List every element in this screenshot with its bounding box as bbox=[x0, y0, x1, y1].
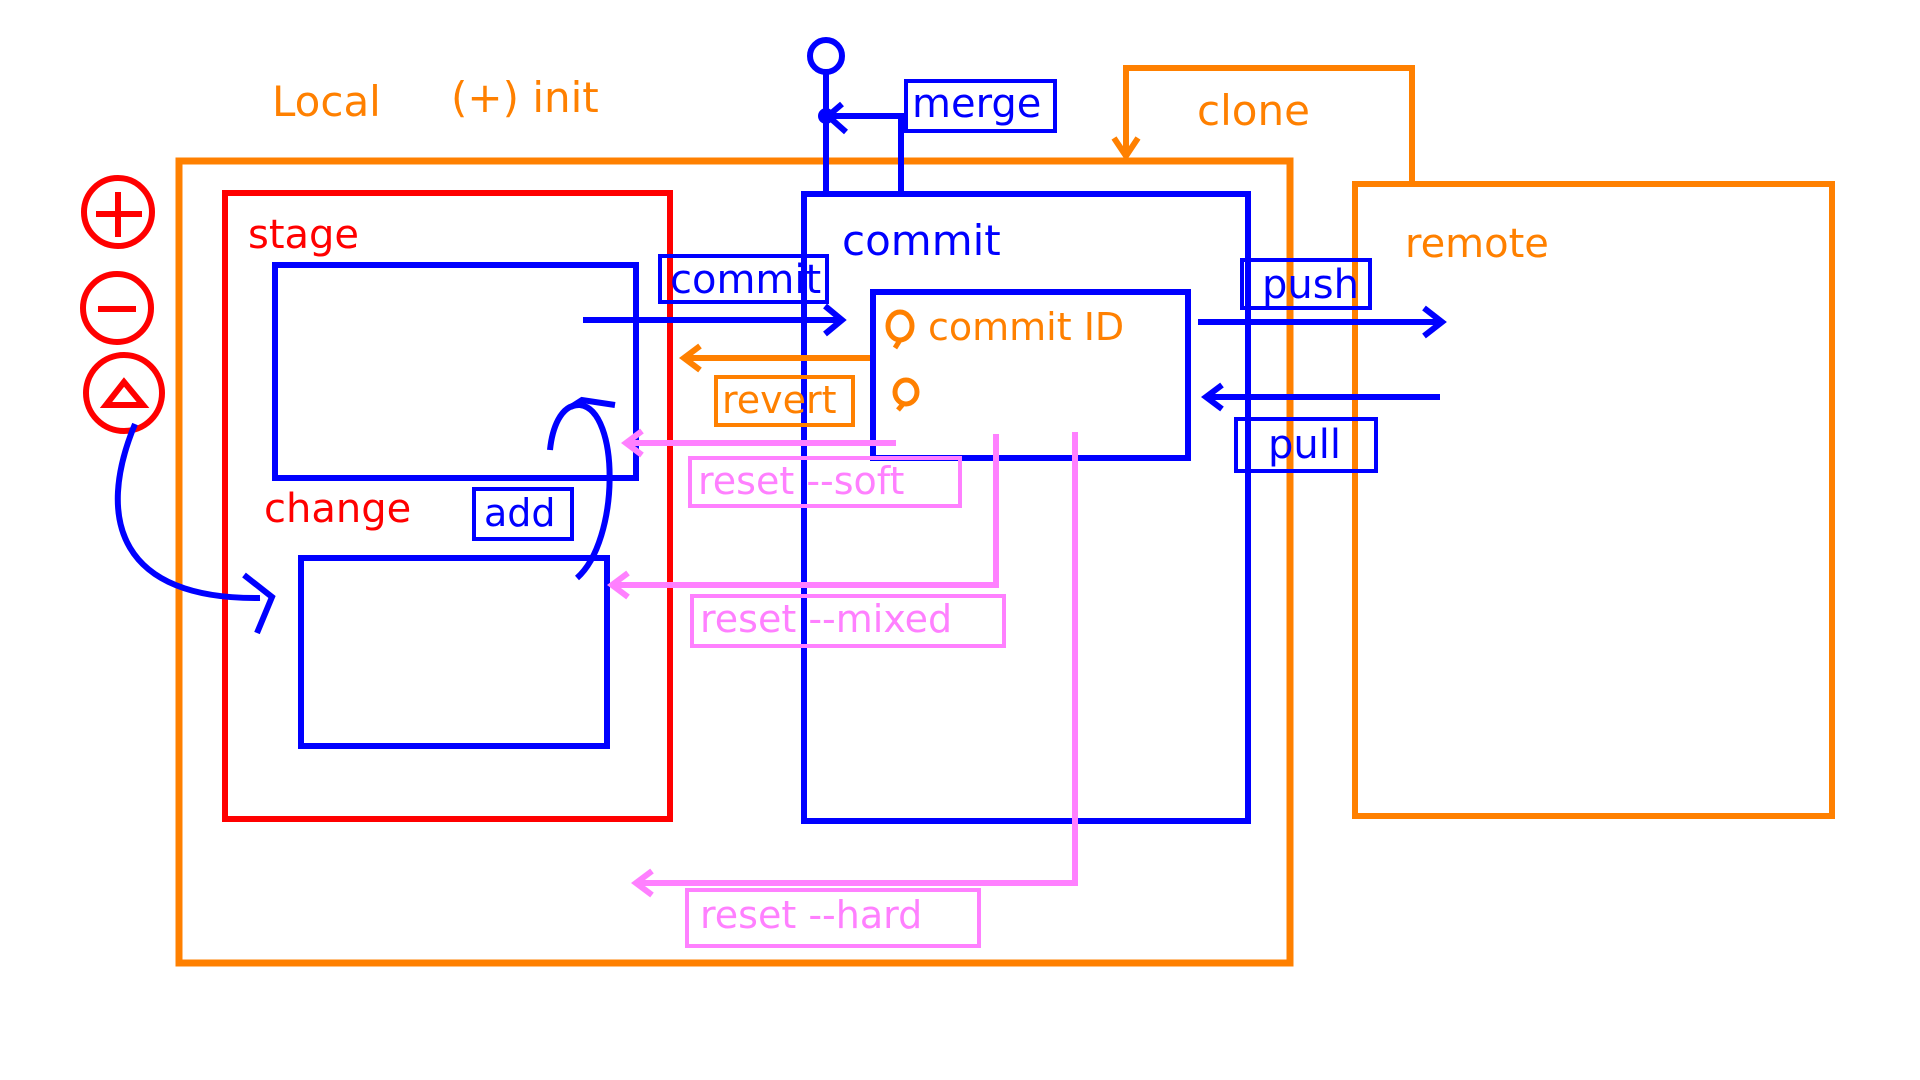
local-label: Local bbox=[272, 77, 381, 126]
plus-circle-icon bbox=[81, 175, 155, 249]
triangle-circle-icon bbox=[83, 352, 165, 434]
pull-label-box bbox=[1234, 417, 1378, 473]
new-file-arrow bbox=[114, 422, 261, 602]
commit-arrowhead bbox=[823, 303, 847, 337]
pull-label: pull bbox=[1268, 422, 1341, 468]
commit-label-box bbox=[658, 254, 829, 304]
merge-endpoint bbox=[807, 37, 845, 75]
add-label-box bbox=[472, 487, 574, 541]
new-file-arrowhead bbox=[242, 572, 276, 635]
push-label-box bbox=[1240, 258, 1372, 310]
revert-label: revert bbox=[722, 378, 837, 422]
add-arrowhead bbox=[569, 396, 616, 410]
reset-hard-label-box bbox=[685, 888, 981, 948]
change-label: change bbox=[264, 486, 411, 532]
reset-mixed-label-box bbox=[690, 594, 1006, 648]
minus-circle-icon bbox=[80, 271, 154, 345]
commit-area-label: commit bbox=[842, 216, 1001, 265]
commit-id-label: commit ID bbox=[928, 305, 1124, 349]
local-box bbox=[175, 157, 1294, 967]
add-label: add bbox=[484, 491, 556, 535]
merge-label-box bbox=[904, 79, 1057, 133]
reset-mixed-label: reset --mixed bbox=[700, 597, 952, 641]
clone-arrow bbox=[1123, 65, 1415, 183]
revert-label-box bbox=[714, 375, 855, 427]
push-arrowhead bbox=[1422, 305, 1447, 339]
reset-soft-label-box bbox=[688, 456, 962, 508]
stage-label: stage bbox=[248, 212, 359, 258]
commit-action-label: commit bbox=[670, 257, 821, 303]
merge-arrow bbox=[830, 113, 904, 195]
remote-box bbox=[1352, 181, 1835, 819]
reset-mixed-arrowhead bbox=[607, 570, 630, 600]
reset-hard-arrowhead bbox=[631, 868, 654, 898]
clone-label: clone bbox=[1197, 86, 1310, 135]
merge-label: merge bbox=[912, 81, 1041, 127]
push-label: push bbox=[1262, 262, 1359, 308]
commit-node-icon bbox=[885, 309, 915, 350]
staging-box bbox=[272, 262, 639, 481]
commit-id-box bbox=[870, 289, 1191, 461]
add-arrow bbox=[547, 402, 613, 581]
init-label: (+) init bbox=[451, 73, 599, 122]
reset-mixed-arrow bbox=[612, 434, 999, 588]
revert-arrowhead bbox=[679, 343, 702, 373]
remote-label: remote bbox=[1405, 221, 1549, 267]
stage-region bbox=[222, 190, 673, 822]
reset-hard-arrow bbox=[636, 432, 1078, 886]
change-box bbox=[298, 555, 610, 749]
clone-arrowhead bbox=[1111, 136, 1141, 162]
commit-node-icon bbox=[892, 377, 920, 412]
reset-soft-label: reset --soft bbox=[698, 459, 904, 503]
merge-arrowhead bbox=[823, 101, 848, 135]
reset-soft-arrowhead bbox=[621, 428, 644, 458]
reset-hard-label: reset --hard bbox=[700, 893, 922, 937]
pull-arrowhead bbox=[1201, 382, 1224, 412]
